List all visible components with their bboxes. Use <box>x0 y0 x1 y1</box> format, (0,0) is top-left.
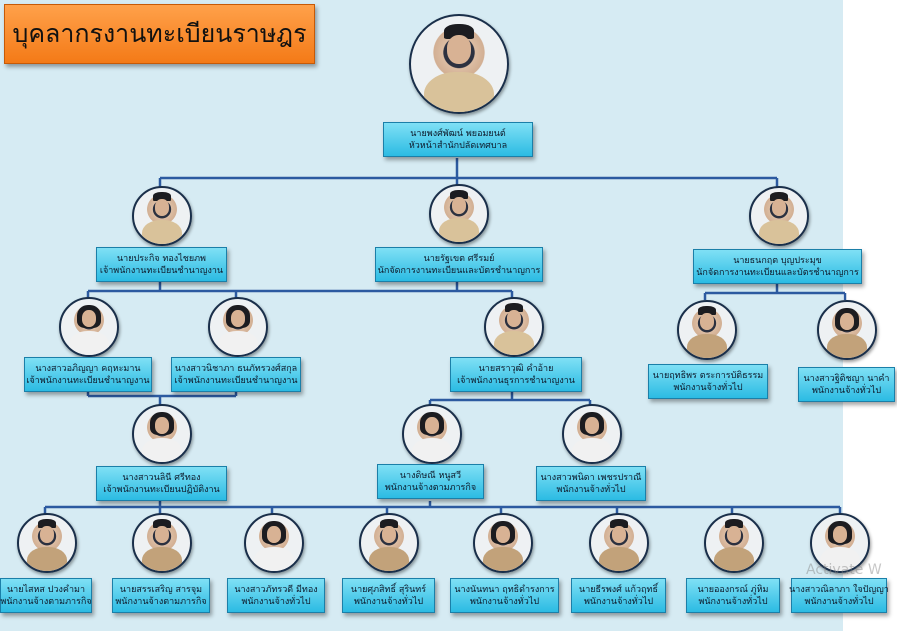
level5-photo <box>132 513 192 573</box>
level3-photo <box>208 297 268 357</box>
level5-photo <box>704 513 764 573</box>
person-name: นายสราวุฒิ คำอ้าย <box>478 363 554 374</box>
level3-card: นายสราวุฒิ คำอ้าย เจ้าพนักงานธุรการชำนาญ… <box>450 357 582 392</box>
level5-card: นายศุภสิทธิ์ สุรินทร์ พนักงานจ้างทั่วไป <box>342 578 435 613</box>
person-name: นางสาวอภิญญา คฤหะมาน <box>35 363 141 374</box>
person-position: เจ้าพนักงานทะเบียนชำนาญงาน <box>26 375 150 386</box>
activation-watermark: Activate W <box>806 562 882 578</box>
person-name: นางดิษณี หนูสวี <box>399 470 462 481</box>
person-name: นางสาวพนิดา เพชรปราณี <box>540 472 642 483</box>
person-name: นางนันทนา ฤทธิดำรงการ <box>454 584 555 595</box>
person-position: พนักงานจ้างทั่วไป <box>353 596 424 607</box>
level3-card: นางสาวนิชาภา ธนภัทรวงศ์สกุล เจ้าพนักงานท… <box>171 357 301 392</box>
level5-card: นางสาวณิลาภา ใจปัญญา พนักงานจ้างทั่วไป <box>789 578 889 613</box>
level5-photo <box>244 513 304 573</box>
level3-card: นางสาวฐิติชญา นาคำ พนักงานจ้างทั่วไป <box>798 367 895 402</box>
person-name: นางสาวณิลาภา ใจปัญญา <box>789 584 889 595</box>
person-name: นายพงศ์พัฒน์ พยอมยนต์ <box>410 128 506 139</box>
person-name: นายศุภสิทธิ์ สุรินทร์ <box>350 584 427 595</box>
level2-card: นายรัฐเขต ศรีรมย์ นักจัดการงานทะเบียนและ… <box>375 247 543 282</box>
level3-photo <box>677 300 737 360</box>
level4-photo <box>562 404 622 464</box>
level5-card: นายสรรเสริญ สารจุม พนักงานจ้างตามภารกิจ <box>112 578 210 613</box>
person-name: นายธนกฤต บุญประมุข <box>733 255 822 266</box>
head-photo <box>409 14 509 114</box>
level4-photo <box>132 404 192 464</box>
person-position: เจ้าพนักงานทะเบียนชำนาญงาน <box>99 265 224 276</box>
person-name: นายธีรพงศ์ แก้วฤทธิ์ <box>579 584 658 595</box>
person-position: พนักงานจ้างตามภารกิจ <box>384 482 477 493</box>
person-position: พนักงานจ้างทั่วไป <box>583 596 654 607</box>
person-name: นายรัฐเขต ศรีรมย์ <box>423 253 495 264</box>
person-name: นายไสหส ปวงคำมา <box>6 584 85 595</box>
person-name: นายประกิจ ทองไชยภพ <box>117 253 206 264</box>
person-name: นายฤทธิพร ตระการบัติธรรม <box>652 370 764 381</box>
person-position: นักจัดการงานทะเบียนและบัตรชำนาญการ <box>377 265 541 276</box>
person-position: พนักงานจ้างตามภารกิจ <box>115 596 207 607</box>
person-position: พนักงานจ้างทั่วไป <box>241 596 311 607</box>
person-position: พนักงานจ้างทั่วไป <box>556 484 626 495</box>
person-position: พนักงานจ้างทั่วไป <box>804 596 874 607</box>
level5-photo <box>359 513 419 573</box>
level3-card: นางสาวอภิญญา คฤหะมาน เจ้าพนักงานทะเบียนช… <box>24 357 152 392</box>
level3-photo <box>59 297 119 357</box>
level3-photo <box>817 300 877 360</box>
level5-card: นายธีรพงศ์ แก้วฤทธิ์ พนักงานจ้างทั่วไป <box>571 578 666 613</box>
person-position: นักจัดการงานทะเบียนและบัตรชำนาญการ <box>696 267 859 278</box>
person-name: นางสาวนิชาภา ธนภัทรวงศ์สกุล <box>174 363 298 374</box>
person-position: พนักงานจ้างทั่วไป <box>811 385 882 396</box>
person-name: นายสรรเสริญ สารจุม <box>119 584 203 595</box>
level2-photo <box>132 186 192 246</box>
level5-photo <box>17 513 77 573</box>
level2-card: นายประกิจ ทองไชยภพ เจ้าพนักงานทะเบียนชำน… <box>96 247 227 282</box>
level5-card: นายอองกรณ์ ภู่หิม พนักงานจ้างทั่วไป <box>686 578 780 613</box>
level3-photo <box>484 297 544 357</box>
person-name: นางสาวภัทรวดี มีทอง <box>234 584 318 595</box>
level5-photo <box>810 513 870 573</box>
person-position: พนักงานจ้างทั่วไป <box>698 596 768 607</box>
level2-photo <box>749 186 809 246</box>
person-position: เจ้าพนักงานทะเบียนชำนาญงาน <box>174 375 298 386</box>
level5-photo <box>473 513 533 573</box>
person-position: พนักงานจ้างทั่วไป <box>673 382 743 393</box>
person-name: นางสาวนลินี ศรีทอง <box>122 472 201 483</box>
level2-photo <box>429 184 489 244</box>
level5-card: นางสาวภัทรวดี มีทอง พนักงานจ้างทั่วไป <box>227 578 325 613</box>
level5-photo <box>589 513 649 573</box>
person-position: เจ้าพนักงานธุรการชำนาญงาน <box>457 375 575 386</box>
person-name: นายอองกรณ์ ภู่หิม <box>697 584 769 595</box>
person-position: พนักงานจ้างตามภารกิจ <box>0 596 92 607</box>
level4-card: นางสาวนลินี ศรีทอง เจ้าพนักงานทะเบียนปฏิ… <box>96 466 227 501</box>
level5-card: นายไสหส ปวงคำมา พนักงานจ้างตามภารกิจ <box>0 578 92 613</box>
level4-photo <box>402 404 462 464</box>
level2-card: นายธนกฤต บุญประมุข นักจัดการงานทะเบียนแล… <box>693 249 862 284</box>
level3-card: นายฤทธิพร ตระการบัติธรรม พนักงานจ้างทั่ว… <box>648 364 768 399</box>
level4-card: นางสาวพนิดา เพชรปราณี พนักงานจ้างทั่วไป <box>536 466 646 501</box>
person-position: หัวหน้าสำนักปลัดเทศบาล <box>408 140 508 151</box>
head-card: นายพงศ์พัฒน์ พยอมยนต์ หัวหน้าสำนักปลัดเท… <box>383 122 533 157</box>
person-position: เจ้าพนักงานทะเบียนปฏิบัติงาน <box>103 484 220 495</box>
level5-card: นางนันทนา ฤทธิดำรงการ พนักงานจ้างทั่วไป <box>450 578 559 613</box>
person-position: พนักงานจ้างทั่วไป <box>469 596 540 607</box>
person-name: นางสาวฐิติชญา นาคำ <box>803 373 890 384</box>
level4-card: นางดิษณี หนูสวี พนักงานจ้างตามภารกิจ <box>377 464 484 499</box>
page-title: บุคลากรงานทะเบียนราษฎร <box>4 4 315 64</box>
